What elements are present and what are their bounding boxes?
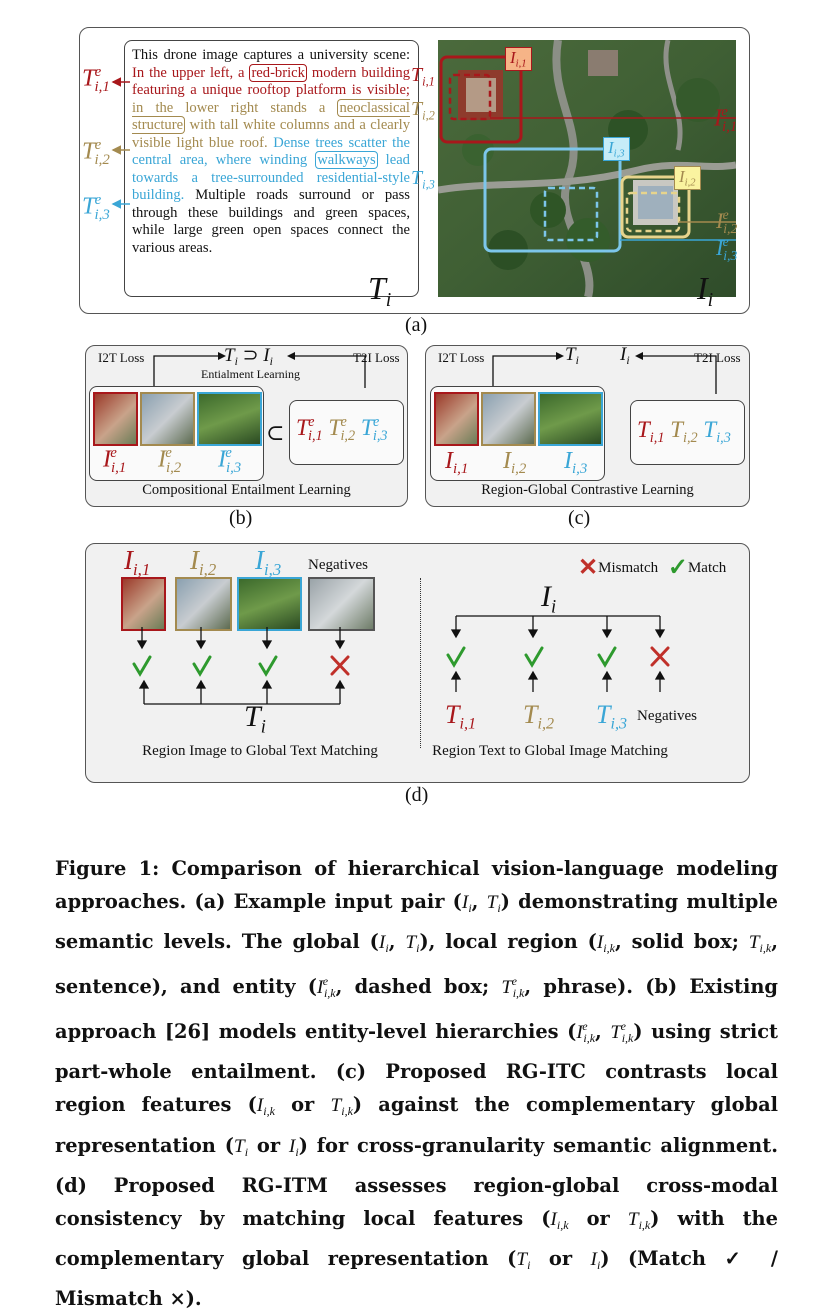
passage-region-2a: in the lower right stands a (132, 99, 338, 116)
legend-match: Match (687, 560, 727, 576)
c-image-global: Ii (620, 344, 630, 368)
b-title: Compositional Entailment Learning (142, 482, 351, 498)
d-divider (420, 578, 421, 748)
b-entail-relation: Ti ⊃ Ii (224, 345, 273, 369)
b-text-group (289, 400, 404, 465)
c-thumb-2 (481, 392, 536, 446)
d-left-title: Region Image to Global Text Matching (142, 743, 378, 759)
passage-region-3b: lead towards a tree-surrounded residenti… (132, 152, 410, 203)
d-i-1: Ii,1 (124, 545, 151, 579)
c-text-global: Ti (565, 344, 579, 368)
passage-region-1b: modern building featuring a unique rooft… (132, 64, 411, 99)
tag-ie-3: Iei,3 (716, 234, 738, 263)
c-text-group (630, 400, 745, 465)
tag-te-2: Tei,2 (82, 137, 110, 168)
b-text-entities: Tei,1 Tei,2 Tei,3 (296, 414, 388, 445)
b-thumb-1 (93, 392, 138, 446)
panel-b-label: (b) (229, 507, 253, 529)
b-subset-symbol: ⊂ (266, 420, 285, 445)
c-i2t-label: I2T Loss (438, 350, 485, 365)
c-text-regions: Ti,1 Ti,2 Ti,3 (637, 417, 731, 446)
b-thumb-3 (197, 392, 262, 446)
c-thumb-1 (434, 392, 479, 446)
tag-t-i3: Ti,3 (411, 167, 435, 192)
b-ie-1: Iei,1 (103, 445, 127, 476)
b-entail-label: Entialment Learning (201, 367, 300, 381)
b-ie-3: Iei,3 (218, 445, 242, 476)
passage-entity-2: neoclassical structure (132, 98, 410, 134)
d-thumb-3 (237, 577, 302, 631)
text-global-symbol: Ti (368, 270, 392, 311)
passage-intro: This drone image captures a university s… (132, 47, 410, 63)
text-arrows (111, 77, 130, 209)
d-negatives-top: Negatives (308, 557, 368, 573)
d-text-global: Ti (244, 700, 266, 738)
panel-a-label: (a) (405, 314, 428, 336)
c-loss-arrows (492, 352, 717, 394)
tag-i-i1: Ii,1 (505, 47, 532, 71)
passage-region-3a: Dense trees scatter the central area, wh… (132, 134, 411, 169)
tag-ie-2: Iei,2 (716, 207, 738, 236)
aerial-image (438, 40, 736, 297)
d-thumb-negative (308, 577, 375, 631)
c-i-1: Ii,1 (445, 448, 469, 478)
d-i-3: Ii,3 (255, 545, 282, 579)
passage-entity-1: red-brick (249, 63, 307, 82)
tag-te-3: Tei,3 (82, 192, 110, 223)
text-passage-box: This drone image captures a university s… (124, 40, 419, 297)
passage-region-2b: with tall white columns and a clearly vi… (132, 117, 410, 151)
d-t-1: Ti,1 (445, 700, 477, 733)
d-right-title: Region Text to Global Image Matching (432, 743, 668, 759)
passage-region-1a: In the upper left, a (132, 64, 250, 81)
image-global-symbol: Ii (697, 270, 714, 311)
tag-i-i2: Ii,2 (674, 166, 701, 190)
panel-d-label: (d) (405, 784, 429, 806)
panel-a-frame (79, 27, 750, 314)
b-thumb-2 (140, 392, 195, 446)
figure-caption: Figure 1: Comparison of hierarchical vis… (55, 857, 779, 1311)
c-i-2: Ii,2 (503, 448, 527, 478)
d-thumb-1 (121, 577, 166, 631)
d-thumb-2 (175, 577, 232, 631)
d-left-connectors (132, 627, 350, 705)
d-right-connectors (446, 615, 670, 692)
legend-mismatch: Mismatch (598, 560, 659, 576)
passage-rest: Multiple roads surround or pass through … (132, 187, 410, 256)
c-thumb-3 (538, 392, 603, 446)
b-i2t-label: I2T Loss (98, 350, 145, 365)
match-icon: ✓ (667, 555, 688, 581)
d-t-3: Ti,3 (596, 700, 628, 733)
tag-t-i2: Ti,2 (411, 98, 435, 123)
mismatch-icon: ✕ (578, 555, 599, 581)
text-passage: This drone image captures a university s… (132, 47, 410, 257)
tag-t-i1: Ti,1 (411, 64, 435, 89)
d-image-global: Ii (541, 580, 557, 618)
panel-c-label: (c) (568, 507, 591, 529)
d-legend: ✕Mismatch ✓Match (578, 553, 726, 582)
tag-te-1: Tei,1 (82, 64, 110, 95)
b-ie-2: Iei,2 (158, 445, 182, 476)
d-negatives-bottom: Negatives (637, 708, 697, 724)
tag-i-i3: Ii,3 (603, 137, 630, 161)
d-i-2: Ii,2 (190, 545, 217, 579)
c-i-3: Ii,3 (564, 448, 588, 478)
c-title: Region-Global Contrastive Learning (481, 482, 694, 498)
c-t2i-label: T2I Loss (694, 350, 741, 365)
b-loss-arrows (153, 352, 366, 388)
tag-ie-1: Iei,1 (714, 104, 738, 135)
passage-entity-3: walkways (315, 151, 378, 169)
d-t-2: Ti,2 (523, 700, 555, 733)
